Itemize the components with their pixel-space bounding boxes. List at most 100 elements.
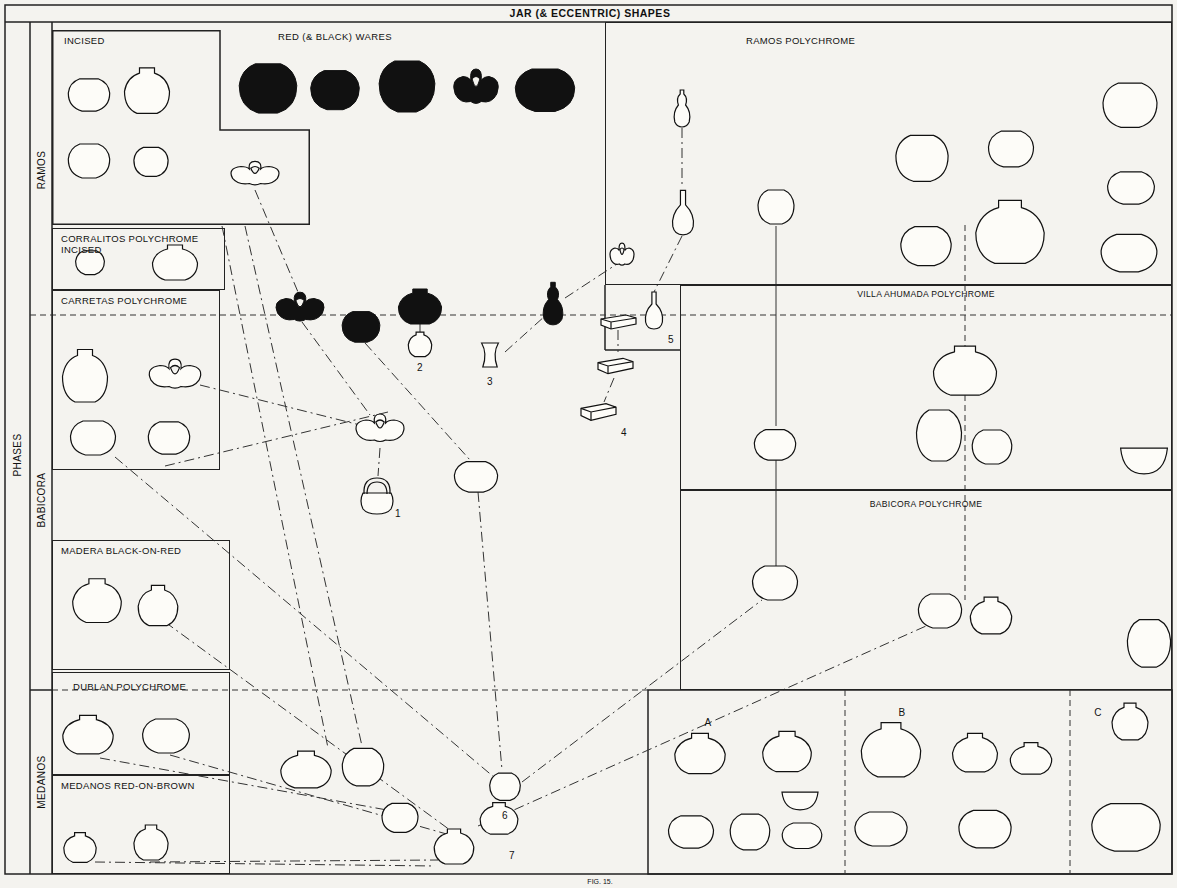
callout-number: 5: [668, 334, 674, 345]
drawing-part: [1101, 234, 1157, 271]
drawing-part: [200, 385, 360, 425]
ware-name: CARRETAS POLYCHROME: [61, 295, 187, 306]
drawing-part: [434, 829, 474, 864]
ware-name: INCISED: [64, 35, 105, 46]
drawing-part: [454, 69, 499, 103]
phase-label: PHASES: [12, 431, 23, 480]
callout-number: 3: [487, 376, 493, 387]
ware-box: RAMOS POLYCHROME: [605, 22, 1172, 285]
drawing-part: [618, 330, 619, 352]
ware-name: BABICORA POLYCHROME: [681, 499, 1171, 510]
phase-label: BABICORA: [36, 470, 47, 531]
drawing-part: [669, 816, 714, 848]
drawing-part: [763, 731, 812, 771]
ware-box: BABICORA POLYCHROME: [680, 490, 1172, 690]
ware-box: VILLA AHUMADA POLYCHROME: [680, 285, 1172, 490]
drawing-part: [674, 90, 690, 127]
drawing-part: [153, 245, 198, 280]
drawing-part: [673, 190, 694, 234]
drawing-part: [1112, 703, 1148, 740]
drawing-part: [776, 458, 777, 568]
ware-box: DUBLAN POLYCHROME: [52, 672, 230, 775]
drawing-part: [965, 225, 966, 600]
drawing-part: [610, 243, 634, 265]
drawing-part: [972, 430, 1012, 464]
ware-name: RAMOS POLYCHROME: [746, 35, 855, 46]
box-outline: [52, 30, 310, 225]
drawing-part: [855, 812, 907, 846]
drawing-part: [753, 566, 798, 600]
drawing-part: [581, 404, 616, 421]
drawing-part: [776, 226, 777, 426]
drawing-part: [64, 833, 96, 863]
drawing-part: [1108, 172, 1155, 204]
ware-name: DUBLAN POLYCHROME: [73, 681, 186, 692]
drawing-part: [378, 448, 380, 476]
drawing-part: [30, 315, 1172, 316]
ware-box: CORRALITOS POLYCHROME INCISED: [52, 228, 225, 290]
drawing-part: [30, 225, 1172, 874]
drawing-part: [478, 492, 502, 770]
drawing-part: [478, 622, 935, 826]
drawing-part: [68, 79, 109, 111]
drawing-part: [5, 5, 1172, 874]
ware-name: CORRALITOS POLYCHROME INCISED: [61, 233, 218, 255]
drawing-part: [989, 131, 1034, 167]
drawing-part: [143, 719, 190, 753]
drawing-part: [165, 622, 450, 830]
drawing-part: [1121, 448, 1168, 474]
drawing-part: [543, 282, 563, 325]
drawing-part: [1127, 620, 1170, 668]
drawing-part: [138, 585, 178, 625]
drawing-part: [776, 226, 777, 568]
drawing-part: [115, 457, 495, 778]
drawing-part: [63, 715, 113, 754]
drawing-part: [68, 144, 109, 178]
drawing-part: [239, 64, 297, 113]
drawing-part: [63, 350, 108, 403]
drawing-part: [970, 597, 1011, 634]
drawing-part: [356, 414, 404, 442]
drawing-part: [522, 600, 762, 782]
drawing-part: [682, 128, 683, 188]
drawing-part: [604, 378, 614, 402]
drawing-part: [281, 751, 331, 788]
drawing-part: [604, 285, 606, 350]
drawing-part: [231, 161, 279, 184]
drawing-part: [730, 814, 770, 850]
drawing-part: [408, 332, 431, 357]
drawing-part: [149, 359, 200, 388]
box-outline: [53, 31, 310, 225]
drawing-part: [148, 422, 189, 454]
callout-number: A: [704, 717, 711, 728]
drawing-part: [382, 803, 418, 832]
drawing-part: [134, 147, 168, 176]
drawing-part: [73, 579, 122, 623]
drawing-part: [861, 723, 920, 777]
drawing-part: [482, 343, 499, 367]
drawing-part: [342, 748, 383, 785]
drawing-part: [134, 825, 168, 860]
drawing-part: [480, 803, 518, 835]
drawing-part: [398, 289, 441, 324]
drawing-part: [953, 733, 998, 772]
drawing-part: [342, 312, 380, 343]
drawing-part: [311, 71, 360, 110]
drawing-part: [5, 5, 1172, 874]
figure-caption: FIG. 15.: [587, 878, 612, 885]
drawing-part: [365, 343, 470, 460]
ware-box: INCISED: [52, 30, 310, 225]
drawing-part: [598, 358, 633, 373]
drawing-part: [95, 128, 1000, 866]
drawing-part: [515, 69, 574, 112]
drawing-part: [1010, 743, 1051, 775]
drawing-part: [645, 292, 662, 329]
drawing-part: [754, 430, 795, 461]
drawing-part: [505, 316, 545, 352]
group-heading: RED (& BLACK) WARES: [276, 31, 394, 42]
drawing-part: [758, 190, 794, 224]
drawing-part: [150, 860, 438, 862]
drawing-part: [239, 61, 575, 342]
drawing-part: [654, 236, 682, 292]
